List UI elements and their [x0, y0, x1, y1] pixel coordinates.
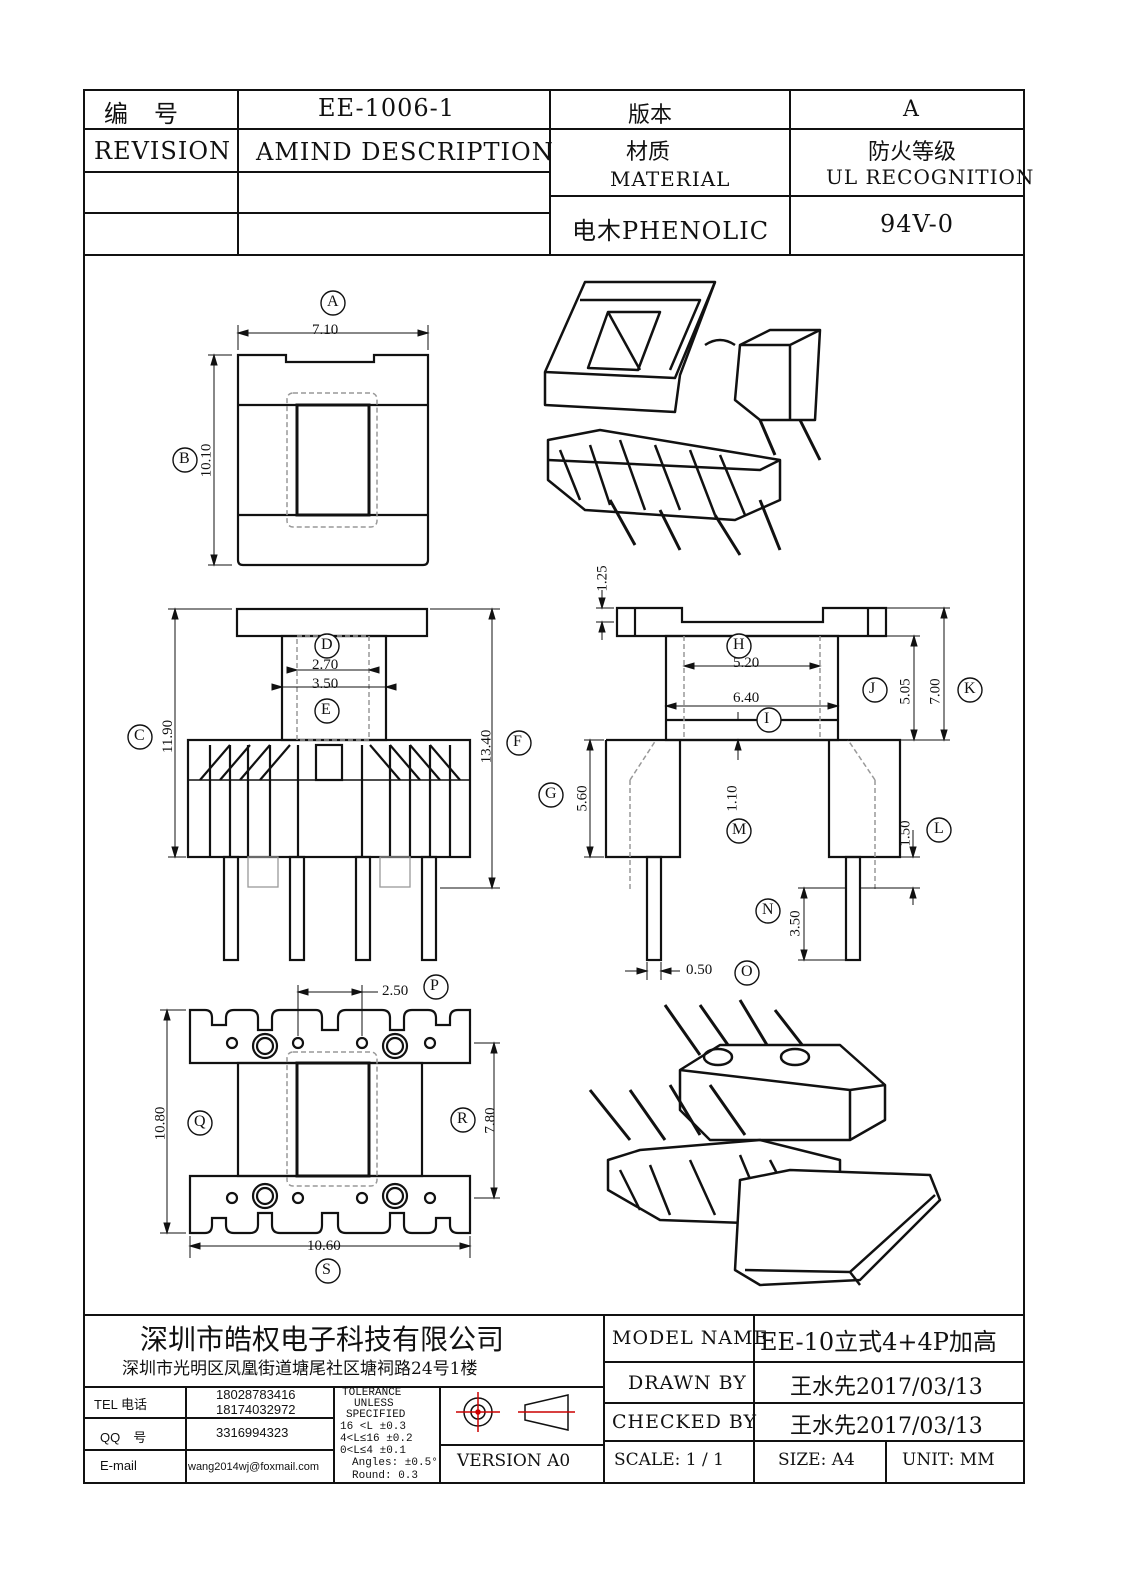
- amind-description-label: AMIND DESCRIPTION: [256, 138, 554, 166]
- version-value: A: [903, 97, 919, 122]
- tel-2: 18174032972: [216, 1402, 296, 1417]
- material-value: 电木PHENOLIC: [572, 217, 770, 245]
- dim-m-value: 1.10: [724, 785, 741, 812]
- dim-j-label: J: [869, 680, 876, 697]
- dim-i-label: I: [764, 710, 770, 727]
- model-name-value: EE-10立式4+4P加高: [760, 1328, 997, 1356]
- unit-text: UNIT: MM: [902, 1450, 995, 1470]
- bottom-view-dims: [160, 985, 500, 1258]
- scale-text: SCALE: 1 / 1: [614, 1450, 724, 1470]
- fire-rating-value: 94V-0: [880, 210, 955, 238]
- front-view: [186, 607, 472, 962]
- dim-p-value: 2.50: [382, 983, 409, 999]
- isometric-view-bottom: [588, 999, 942, 1287]
- dim-i-value: 6.40: [733, 690, 760, 706]
- revision-label: REVISION: [94, 137, 231, 165]
- dim-o-value: 0.50: [686, 962, 713, 978]
- tolerance-line-6: 0<L≤4 ±0.1: [340, 1445, 407, 1457]
- dim-n-label: N: [762, 901, 774, 918]
- qq-label: QQ 号: [100, 1430, 147, 1445]
- material-label-en: MATERIAL: [610, 167, 731, 191]
- dim-k-value: 7.00: [927, 678, 944, 705]
- company-address: 深圳市光明区凤凰街道塘尾社区塘祠路24号1楼: [122, 1359, 478, 1379]
- fire-rating-label-en: UL RECOGNITION: [826, 165, 1035, 189]
- top-view: [236, 353, 430, 567]
- dim-d-label: D: [321, 636, 333, 653]
- dim-g-label: G: [545, 785, 557, 802]
- dim-k-label: K: [964, 680, 976, 697]
- dim-r-label: R: [457, 1110, 468, 1127]
- model-name-label: MODEL NAME: [612, 1327, 769, 1349]
- dim-a-value: 7.10: [312, 322, 339, 338]
- bottom-view: [188, 1008, 472, 1235]
- email-value: wang2014wj@foxmail.com: [188, 1461, 320, 1473]
- company-name: 深圳市皓权电子科技有限公司: [140, 1323, 505, 1356]
- dim-m-label: M: [732, 821, 747, 838]
- projection-symbol: [456, 1392, 575, 1432]
- fire-rating-label-cn: 防火等级: [868, 140, 957, 165]
- front-view-dims: [168, 607, 500, 890]
- dim-c-value: 11.90: [160, 719, 177, 754]
- dim-o-label: O: [741, 963, 753, 980]
- tolerance-line-8: Round: 0.3: [352, 1470, 419, 1482]
- size-text: SIZE: A4: [778, 1450, 855, 1470]
- tel-label: TEL 电话: [94, 1397, 147, 1412]
- dim-a-label: A: [327, 293, 339, 310]
- dim-e-value: 3.50: [312, 676, 339, 692]
- side-view-dims: [584, 590, 950, 980]
- part-number: EE-1006-1: [318, 94, 456, 122]
- dim-e-label: E: [321, 701, 331, 718]
- dim-label-circles: [127, 290, 983, 1284]
- dim-q-label: Q: [194, 1113, 206, 1130]
- dim-f-label: F: [513, 733, 522, 750]
- tolerance-line-5: 4<L≤16 ±0.2: [340, 1433, 413, 1445]
- top-view-dims: [208, 325, 430, 567]
- checked-by-label: CHECKED BY: [612, 1411, 758, 1433]
- dim-h-value: 5.20: [733, 655, 760, 671]
- dim-q-value: 10.80: [152, 1106, 169, 1141]
- material-label-cn: 材质: [626, 140, 671, 165]
- tolerance-line-2: UNLESS: [354, 1398, 394, 1410]
- dim-j-value: 5.05: [897, 678, 914, 705]
- dim-g-value: 5.60: [574, 785, 591, 812]
- isometric-view-top: [543, 280, 822, 556]
- dim-l-label: L: [934, 820, 944, 837]
- dim-d-value: 2.70: [312, 657, 339, 673]
- dim-s-value: 10.60: [307, 1238, 341, 1254]
- dim-f-value: 13.40: [478, 729, 495, 764]
- drawn-by-label: DRAWN BY: [628, 1372, 747, 1394]
- dim-c-label: C: [134, 727, 145, 744]
- dim-h-label: H: [733, 636, 745, 653]
- dim-b-label: B: [179, 450, 190, 467]
- tolerance-line-7: Angles: ±0.5°: [352, 1457, 438, 1469]
- dim-125-value: 1.25: [594, 565, 611, 592]
- number-label: 编 号: [104, 100, 179, 128]
- tolerance-line-4: 16 <L ±0.3: [340, 1421, 407, 1433]
- tolerance-line-1: TOLERANCE: [342, 1387, 402, 1399]
- dim-r-value: 7.80: [482, 1107, 499, 1134]
- dim-b-value: 10.10: [198, 443, 215, 478]
- tel-1: 18028783416: [216, 1387, 296, 1402]
- qq-value: 3316994323: [216, 1425, 289, 1440]
- dim-s-label: S: [322, 1261, 331, 1278]
- dim-n-value: 3.50: [787, 910, 804, 937]
- version-label: 版本: [628, 103, 673, 128]
- drawn-by-value: 王水先2017/03/13: [790, 1375, 983, 1400]
- version-text: VERSION A0: [457, 1451, 571, 1471]
- checked-by-value: 王水先2017/03/13: [790, 1414, 983, 1439]
- tolerance-line-3: SPECIFIED: [346, 1409, 406, 1421]
- email-label: E-mail: [100, 1458, 137, 1473]
- dim-l-value: 1.50: [897, 820, 914, 847]
- drawing-frame: [83, 89, 1025, 1484]
- dim-p-label: P: [430, 977, 439, 994]
